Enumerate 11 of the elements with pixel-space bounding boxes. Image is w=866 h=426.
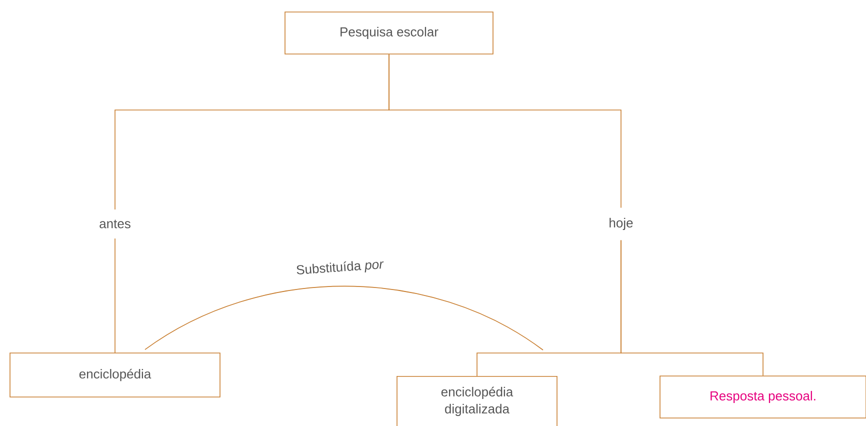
connector-line	[114, 238, 116, 354]
box: Pesquisa escolar	[284, 12, 494, 54]
branch-label: hoje	[610, 218, 633, 230]
arc-connector	[144, 286, 544, 350]
box: enciclopédia	[10, 352, 220, 398]
branch-label: antes	[100, 220, 130, 228]
connector-line	[620, 240, 764, 376]
connector-line	[388, 54, 622, 208]
box: enciclopédia digitalizada	[396, 376, 558, 426]
box: Resposta pessoal.	[660, 376, 866, 418]
edge-label: Substituída por	[296, 261, 384, 274]
